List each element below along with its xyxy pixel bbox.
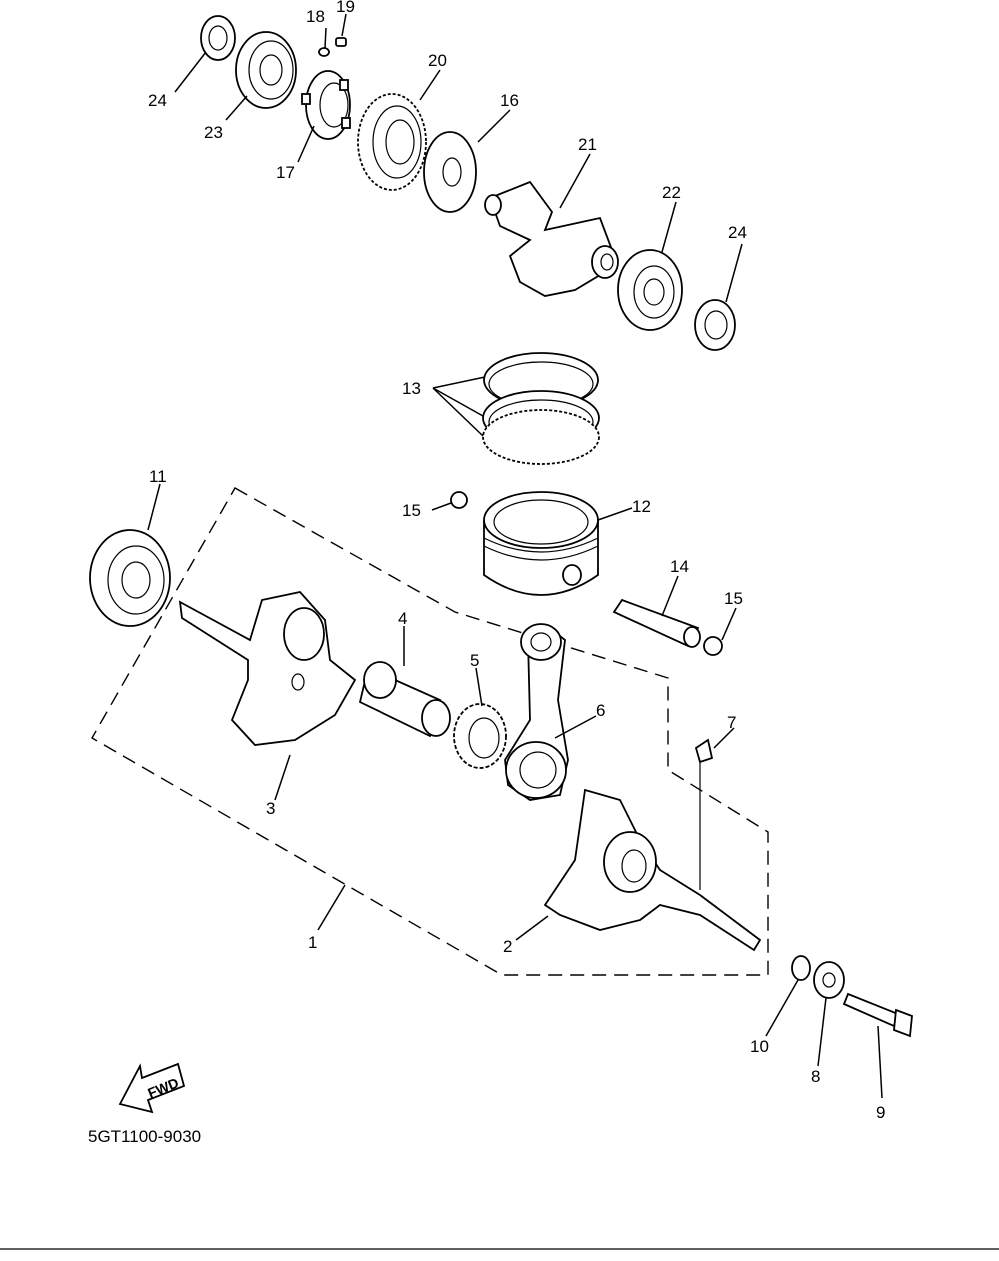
callout-8: 8 (811, 1067, 820, 1086)
part-22-bearing (617, 249, 683, 331)
callout-16: 16 (500, 91, 519, 110)
callout-24-right: 24 (728, 223, 747, 242)
leader-lines (147, 13, 883, 1099)
callout-20: 20 (428, 51, 447, 70)
callout-22: 22 (662, 183, 681, 202)
callout-3: 3 (266, 799, 275, 818)
part-24-oil-seal-top (200, 15, 236, 61)
part-15-clip-right (703, 636, 723, 656)
callout-5: 5 (470, 651, 479, 670)
part-13-piston-rings (482, 352, 600, 465)
part-10-o-ring (791, 955, 811, 981)
callout-13: 13 (402, 379, 421, 398)
callout-17: 17 (276, 163, 295, 182)
callout-11: 11 (149, 467, 167, 486)
callout-7: 7 (727, 713, 736, 732)
part-7-woodruff-key (694, 738, 714, 764)
callout-1: 1 (308, 933, 317, 952)
part-14-piston-pin (612, 598, 701, 648)
fwd-direction-arrow: FWD (118, 1062, 186, 1114)
part-4-crank-pin (358, 661, 451, 738)
part-15-clip-left (450, 491, 468, 509)
part-2-crank-right (543, 760, 762, 952)
part-20-balancer-gear (357, 93, 427, 191)
part-8-washer (813, 961, 845, 999)
callout-14: 14 (670, 557, 689, 576)
part-3-crank-left (178, 591, 357, 746)
callout-18: 18 (306, 7, 325, 26)
part-17-gear-plate (301, 70, 351, 140)
callout-15-right: 15 (724, 589, 743, 608)
part-11-bearing (89, 529, 171, 627)
part-12-piston (483, 491, 599, 596)
part-5-needle-bearing (453, 703, 507, 769)
callout-21: 21 (578, 135, 597, 154)
callout-6: 6 (596, 701, 605, 720)
part-18-pin (318, 47, 330, 57)
callout-10: 10 (750, 1037, 769, 1056)
part-21-balancer-shaft (484, 180, 619, 297)
callout-12: 12 (632, 497, 651, 516)
part-19-pin (335, 37, 347, 47)
callout-9: 9 (876, 1103, 885, 1122)
callout-23: 23 (204, 123, 223, 142)
part-6-connecting-rod (504, 623, 569, 801)
callout-labels: 1 2 3 4 5 6 7 8 9 10 11 12 13 14 15 15 1… (148, 0, 885, 1122)
callout-2: 2 (503, 937, 512, 956)
callout-4: 4 (398, 609, 407, 628)
part-9-bolt (842, 992, 913, 1038)
callout-15-left: 15 (402, 501, 421, 520)
part-23-bearing-top (235, 31, 297, 109)
assembly-1-dashed-outline (91, 487, 769, 976)
callout-19: 19 (336, 0, 355, 16)
part-16-washer (423, 131, 477, 213)
drawing-code: 5GT1100-9030 (88, 1127, 201, 1146)
part-24-oil-seal-right (694, 299, 736, 351)
callout-24-top: 24 (148, 91, 167, 110)
